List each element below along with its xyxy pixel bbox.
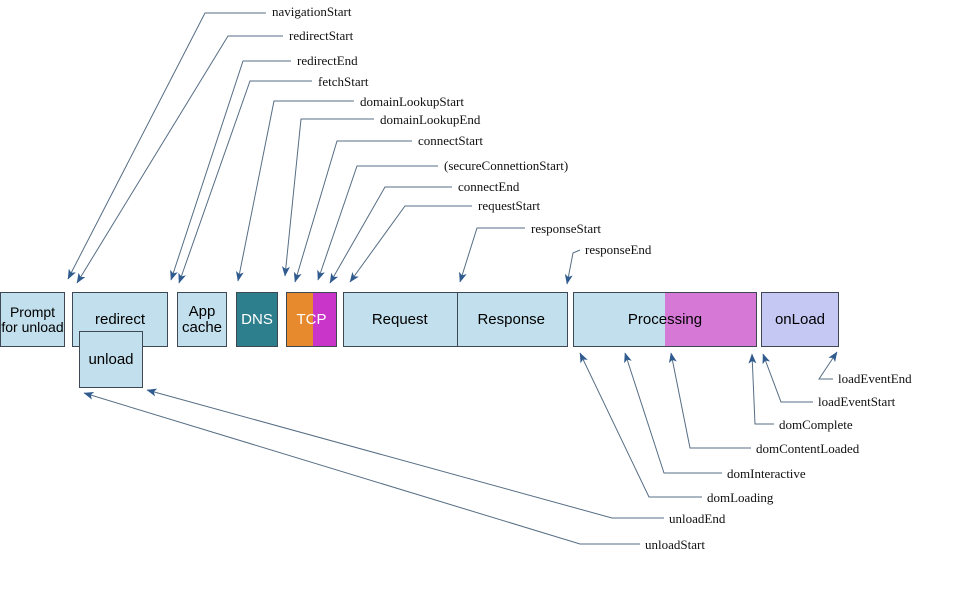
box-tcp: TCP [286,292,337,347]
leader-secure-connection-start [317,165,438,281]
label-load-event-end: loadEventEnd [838,371,912,386]
leader-unload-end [146,388,664,519]
box-response-label: Response [477,310,546,328]
leader-load-event-end [818,351,838,380]
request-response-divider [457,293,458,346]
label-domain-lookup-end: domainLookupEnd [380,112,481,127]
leader-response-end [564,249,581,285]
label-connect-start: connectStart [418,133,483,148]
leader-request-start [349,205,472,283]
box-unload: unload [79,331,143,388]
box-onload-label: onLoad [774,310,826,328]
box-prompt-for-unload: Prompt for unload [0,292,65,347]
label-response-end: responseEnd [585,242,652,257]
box-app-cache-label: App cache [181,302,223,336]
leader-dom-content-loaded [668,352,751,449]
leader-dom-loading [579,352,702,498]
leader-dom-complete [748,353,774,425]
leader-dom-interactive [624,352,722,474]
label-domain-lookup-start: domainLookupStart [360,94,464,109]
leader-load-event-start [762,353,813,403]
box-onload: onLoad [761,292,839,347]
box-prompt-for-unload-label: Prompt for unload [1,303,64,335]
box-unload-label: unload [88,350,134,368]
leader-response-start [459,227,525,283]
label-unload-start: unloadStart [645,537,705,552]
label-dom-loading: domLoading [707,490,774,505]
label-load-event-start: loadEventStart [818,394,896,409]
box-processing: Processing [573,292,757,347]
label-response-start: responseStart [531,221,602,236]
box-processing-label: Processing [627,310,703,328]
label-redirect-start: redirectStart [289,28,354,43]
leader-redirect-start [76,35,283,284]
leader-domain-lookup-start [235,100,354,282]
box-request-response: Request Response [343,292,568,347]
label-dom-interactive: domInteractive [727,466,806,481]
label-connect-end: connectEnd [458,179,520,194]
box-redirect-label: redirect [94,310,146,328]
leader-connect-start [293,140,412,283]
leader-fetch-start [178,80,312,284]
box-response: Response [456,293,568,346]
leader-redirect-end [170,60,291,281]
label-dom-content-loaded: domContentLoaded [756,441,860,456]
label-unload-end: unloadEnd [669,511,726,526]
label-secure-connection-start: (secureConnettionStart) [444,158,569,173]
leader-connect-end [329,186,452,284]
box-request: Request [344,293,456,346]
leader-domain-lookup-end [281,118,374,277]
box-app-cache: App cache [177,292,227,347]
leader-navigation-start [67,12,266,280]
label-dom-complete: domComplete [779,417,853,432]
leader-unload-start [83,391,640,545]
box-tcp-label: TCP [296,310,327,328]
label-request-start: requestStart [478,198,541,213]
box-dns-label: DNS [241,310,273,328]
label-fetch-start: fetchStart [318,74,369,89]
label-redirect-end: redirectEnd [297,53,358,68]
box-request-label: Request [371,310,428,328]
label-navigation-start: navigationStart [272,4,352,19]
box-dns: DNS [236,292,278,347]
